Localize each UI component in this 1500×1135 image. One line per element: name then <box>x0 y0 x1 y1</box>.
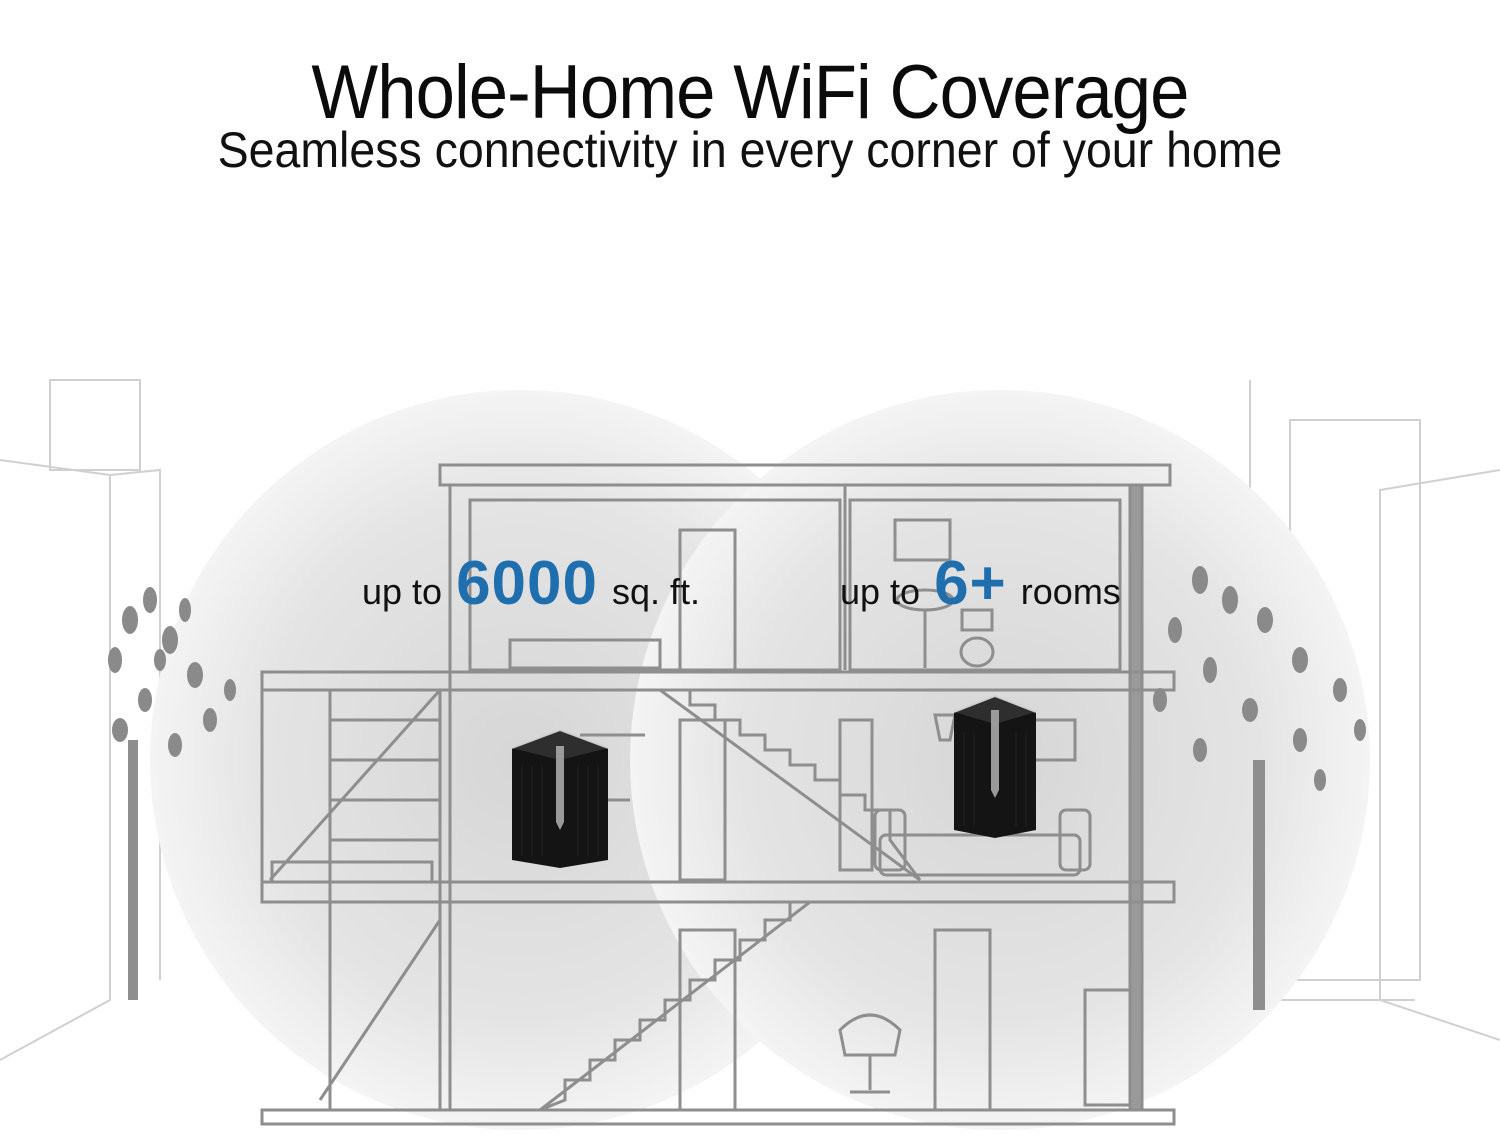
page-title: Whole-Home WiFi Coverage <box>311 49 1189 135</box>
house-illustration <box>0 370 1500 1135</box>
page-subtitle: Seamless connectivity in every corner of… <box>217 122 1283 178</box>
router-icon-left <box>508 726 612 868</box>
stat-suffix: sq. ft. <box>612 571 701 612</box>
stat-value: 6+ <box>934 549 1007 618</box>
stat-prefix: up to <box>362 571 443 612</box>
stat-prefix: up to <box>840 571 921 612</box>
router-icon-right <box>950 692 1040 838</box>
tree-left <box>108 587 236 1000</box>
stat-value: 6000 <box>456 549 599 618</box>
coverage-rooms-stat: up to 6+ rooms <box>840 548 1121 619</box>
coverage-area-stat: up to 6000 sq. ft. <box>362 548 700 619</box>
stat-suffix: rooms <box>1020 571 1121 612</box>
tree-right <box>1153 566 1366 1010</box>
